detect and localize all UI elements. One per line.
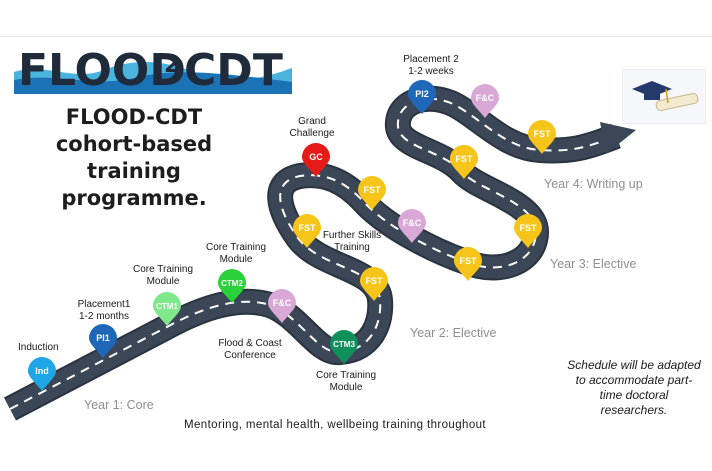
- logo-text-left: FLOOD: [18, 45, 186, 94]
- marker-label-fst4: FST: [460, 256, 478, 266]
- label-flood-coast-line1: Flood & Coast: [218, 338, 282, 349]
- marker-label-fc1: F&C: [273, 298, 292, 308]
- label-fst-line1: Further Skills: [322, 230, 382, 241]
- marker-fc3: F&C: [471, 84, 499, 118]
- marker-label-ctm3: CTM3: [333, 340, 355, 349]
- label-ctm1-line1: Core Training: [132, 264, 194, 275]
- marker-ctm2: CTM2: [218, 269, 246, 303]
- marker-pin-fst1: [358, 176, 386, 210]
- marker-pin-fst6: [514, 214, 542, 248]
- marker-label-fst1: FST: [364, 185, 382, 195]
- label-placement1-line1: Placement1: [77, 299, 131, 310]
- title-line-4: programme.: [61, 186, 207, 210]
- graduation-cap-diploma-image: [621, 68, 707, 125]
- schedule-note: Schedule will be adapted to accommodate …: [567, 358, 701, 417]
- marker-label-fst6: FST: [520, 223, 538, 233]
- marker-ind: Ind: [28, 357, 56, 391]
- label-placement2-line2: 1-2 weeks: [408, 66, 454, 77]
- title-line-1: FLOOD-CDT: [65, 105, 203, 129]
- marker-ctm1: CTM1: [153, 292, 181, 326]
- label-ctm3-line1: Core Training: [315, 370, 377, 381]
- marker-pin-fst4: [454, 247, 482, 281]
- label-ctm2-line1: Core Training: [205, 242, 267, 253]
- label-flood-coast: Flood & Coast Conference: [210, 338, 290, 362]
- marker-label-pl2: Pl2: [415, 89, 429, 99]
- label-gc-line2: Challenge: [289, 128, 335, 139]
- label-placement2: Placement 2 1-2 weeks: [396, 54, 466, 78]
- label-ctm1: Core Training Module: [128, 264, 198, 288]
- marker-label-fst2: FST: [299, 223, 317, 233]
- marker-label-ctm1: CTM1: [156, 302, 178, 311]
- marker-pin-ctm1: [153, 292, 181, 326]
- logo-text-mid: 2: [164, 53, 179, 78]
- marker-pin-pl2: [408, 80, 436, 114]
- label-further-skills: Further Skills Training: [312, 230, 392, 254]
- marker-label-fst8: FST: [534, 129, 552, 139]
- logo-text-right: CDT: [184, 45, 283, 94]
- top-divider: [0, 36, 712, 37]
- marker-gc: GC: [302, 143, 330, 177]
- marker-pl1: Pl1: [89, 324, 117, 358]
- marker-pin-ind: [28, 357, 56, 391]
- marker-fc2: F&C: [398, 209, 426, 243]
- label-grand-challenge: Grand Challenge: [282, 116, 342, 140]
- marker-fst7: FST: [450, 145, 478, 179]
- marker-pin-fc2: [398, 209, 426, 243]
- road-arrowhead: [600, 122, 636, 154]
- marker-pin-fst7: [450, 145, 478, 179]
- year-3-label: Year 3: Elective: [550, 257, 637, 271]
- label-induction: Induction: [18, 342, 59, 353]
- marker-fst6: FST: [514, 214, 542, 248]
- label-ctm2: Core Training Module: [201, 242, 271, 266]
- title-line-3: training: [87, 159, 181, 183]
- label-ctm3: Core Training Module: [306, 370, 386, 394]
- year-2-label: Year 2: Elective: [410, 326, 497, 340]
- marker-fst2: FST: [293, 214, 321, 248]
- marker-label-fc3: F&C: [476, 93, 495, 103]
- flood-cdt-logo: FLOOD 2 CDT: [14, 42, 292, 96]
- marker-label-gc: GC: [309, 152, 323, 162]
- marker-pin-ctm3: [330, 330, 358, 364]
- label-placement2-line1: Placement 2: [403, 54, 459, 65]
- marker-fst3: FST: [360, 267, 388, 301]
- marker-ctm3: CTM3: [330, 330, 358, 364]
- title-line-2: cohort-based: [55, 132, 213, 156]
- label-placement1-line2: 1-2 months: [78, 311, 130, 322]
- footer-text: Mentoring, mental health, wellbeing trai…: [184, 419, 487, 431]
- page-title: FLOOD-CDT cohort-based training programm…: [44, 104, 224, 212]
- marker-pin-gc: [302, 143, 330, 177]
- marker-pl2: Pl2: [408, 80, 436, 114]
- marker-label-fst3: FST: [366, 276, 384, 286]
- marker-fc1: F&C: [268, 289, 296, 323]
- label-gc-line1: Grand: [298, 116, 326, 127]
- label-fst-line2: Training: [334, 242, 370, 253]
- marker-fst1: FST: [358, 176, 386, 210]
- marker-label-pl1: Pl1: [96, 333, 110, 343]
- label-ctm2-line2: Module: [219, 254, 253, 265]
- label-placement1: Placement1 1-2 months: [74, 299, 134, 323]
- marker-label-fc2: F&C: [403, 218, 422, 228]
- label-ctm1-line2: Module: [146, 276, 180, 287]
- marker-label-ind: Ind: [35, 366, 49, 376]
- marker-pin-fst3: [360, 267, 388, 301]
- year-1-label: Year 1: Core: [84, 398, 154, 412]
- marker-fst4: FST: [454, 247, 482, 281]
- marker-label-fst7: FST: [456, 154, 474, 164]
- marker-pin-fc3: [471, 84, 499, 118]
- marker-label-ctm2: CTM2: [221, 279, 243, 288]
- marker-pin-ctm2: [218, 269, 246, 303]
- label-flood-coast-line2: Conference: [224, 350, 276, 361]
- marker-fst8: FST: [528, 120, 556, 154]
- marker-pin-fst8: [528, 120, 556, 154]
- marker-pin-pl1: [89, 324, 117, 358]
- marker-pin-fst2: [293, 214, 321, 248]
- marker-pin-fc1: [268, 289, 296, 323]
- year-4-label: Year 4: Writing up: [544, 177, 643, 191]
- label-ctm3-line2: Module: [329, 382, 363, 393]
